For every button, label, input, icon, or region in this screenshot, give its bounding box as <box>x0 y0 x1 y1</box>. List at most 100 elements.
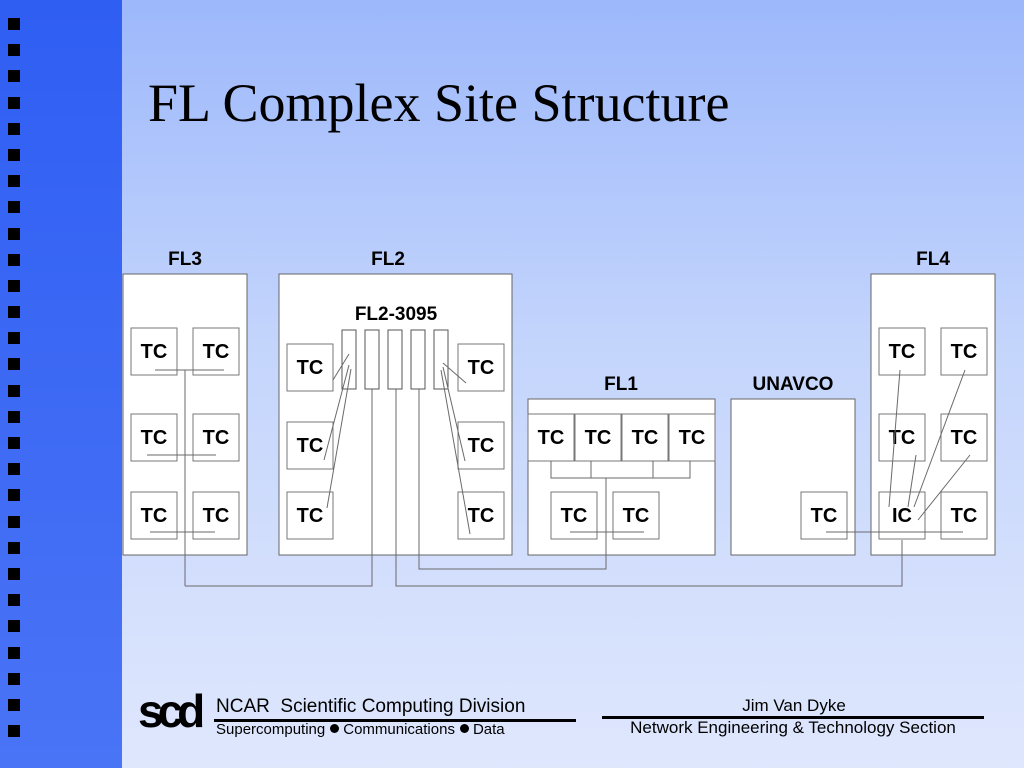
tc-node: TC <box>130 327 178 376</box>
author-rule <box>602 716 984 719</box>
square-bullet-icon <box>8 70 20 83</box>
node-box <box>940 413 988 462</box>
connection-line <box>326 368 352 509</box>
square-bullet-icon <box>8 253 20 266</box>
node-box <box>878 413 926 462</box>
node-box <box>878 491 926 540</box>
node-label: TC <box>468 435 495 457</box>
author-name: Jim Van Dyke <box>742 696 846 715</box>
tc-node: TC <box>668 413 716 462</box>
tc-node: TC <box>286 343 334 392</box>
connection-line <box>440 369 471 535</box>
square-bullet-icon <box>8 358 20 371</box>
node-label: TC <box>889 341 916 363</box>
patch-panel <box>341 329 449 390</box>
tagline-item: Communications <box>343 721 455 738</box>
tc-node: TC <box>940 327 988 376</box>
square-bullet-icon <box>8 463 20 476</box>
node-label: TC <box>297 357 324 379</box>
bullet-column <box>8 18 22 751</box>
site-label-fl4: FL4 <box>916 249 950 270</box>
tc-node: TC <box>130 413 178 462</box>
node-label: TC <box>951 505 978 527</box>
sidebar <box>0 0 122 768</box>
node-box <box>192 413 240 462</box>
connection-line <box>913 369 966 508</box>
site-label-fl2: FL2 <box>371 249 405 270</box>
node-box <box>130 327 178 376</box>
square-bullet-icon <box>8 279 20 292</box>
tc-node: TC <box>878 413 926 462</box>
slide-title: FL Complex Site Structure <box>148 73 730 133</box>
tc-node: TC <box>192 413 240 462</box>
square-bullet-icon <box>8 672 20 685</box>
tc-node: TC <box>800 491 848 540</box>
tc-node: TC <box>940 491 988 540</box>
patch-port <box>410 329 426 390</box>
section-name: Network Engineering & Technology Section <box>630 718 956 737</box>
connection-line <box>418 389 607 570</box>
node-label: TC <box>623 505 650 527</box>
tc-node: TC <box>621 413 669 462</box>
square-bullet-icon <box>8 620 20 633</box>
square-bullet-icon <box>8 175 20 188</box>
square-bullet-icon <box>8 148 20 161</box>
node-box <box>612 491 660 540</box>
connection-line <box>185 389 373 587</box>
node-box <box>527 413 575 462</box>
tc-node: TC <box>527 413 575 462</box>
tc-node: TC <box>612 491 660 540</box>
node-box <box>457 491 505 540</box>
square-bullet-icon <box>8 96 20 109</box>
node-label: TC <box>203 505 230 527</box>
square-bullet-icon <box>8 515 20 528</box>
connection-line <box>888 369 901 508</box>
square-bullet-icon <box>8 201 20 214</box>
node-label: TC <box>889 427 916 449</box>
node-label: TC <box>203 341 230 363</box>
node-label: TC <box>561 505 588 527</box>
node-box <box>878 327 926 376</box>
tc-node: TC <box>286 421 334 470</box>
tc-node: TC <box>457 491 505 540</box>
tc-node: TC <box>192 491 240 540</box>
square-bullet-icon <box>8 725 20 738</box>
square-bullet-icon <box>8 594 20 607</box>
square-bullet-icon <box>8 646 20 659</box>
connection-line <box>395 389 903 587</box>
connection-line <box>442 362 467 384</box>
node-label: TC <box>203 427 230 449</box>
tc-node: TC <box>286 491 334 540</box>
square-bullet-icon <box>8 18 20 30</box>
square-bullet-icon <box>8 384 20 397</box>
node-label: TC <box>141 427 168 449</box>
node-box <box>192 327 240 376</box>
node-box <box>800 491 848 540</box>
tagline-item: Data <box>472 721 505 738</box>
node-label: TC <box>297 435 324 457</box>
tc-node: TC <box>457 343 505 392</box>
node-label: TC <box>141 505 168 527</box>
site-label-fl1: FL1 <box>604 374 638 395</box>
scd-logo: scd <box>138 685 205 737</box>
sub-label-fl2-3095: FL2-3095 <box>355 304 438 325</box>
square-bullet-icon <box>8 332 20 345</box>
square-bullet-icon <box>8 44 20 57</box>
node-label: TC <box>632 427 659 449</box>
tagline-item: Supercomputing <box>216 721 326 738</box>
tc-node: TC <box>550 491 598 540</box>
organization-name: NCAR Scientific Computing Division <box>216 696 526 717</box>
node-box <box>550 491 598 540</box>
square-bullet-icon <box>8 306 20 319</box>
connection-line <box>332 353 350 381</box>
node-box <box>668 413 716 462</box>
bullet-dot-icon <box>330 724 340 733</box>
node-label: TC <box>951 427 978 449</box>
bullet-dot-icon <box>459 724 469 733</box>
node-label: TC <box>468 357 495 379</box>
square-bullet-icon <box>8 122 20 135</box>
node-label: TC <box>297 505 324 527</box>
connection-line <box>550 461 691 479</box>
site-label-fl3: FL3 <box>168 249 202 270</box>
